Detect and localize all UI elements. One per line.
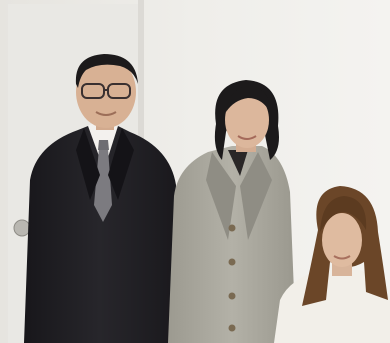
hair <box>75 54 138 88</box>
dark-suit <box>24 126 176 343</box>
person-left <box>24 54 176 343</box>
coat-button <box>228 224 236 232</box>
right-lapel <box>108 128 134 200</box>
coat-lapel-left <box>206 152 236 240</box>
mouth <box>95 111 117 116</box>
face <box>322 213 362 267</box>
coat-lapel-right <box>240 152 272 240</box>
face <box>225 92 269 148</box>
tie-knot <box>98 140 109 150</box>
coat-button <box>228 324 236 332</box>
dark-top <box>228 150 248 176</box>
grey-coat <box>168 146 296 343</box>
mouth <box>333 255 351 260</box>
left-lapel <box>76 128 100 200</box>
person-right <box>274 186 390 343</box>
face <box>76 56 136 128</box>
door-knob <box>13 219 31 237</box>
person-center <box>168 80 296 343</box>
fringe <box>320 196 367 232</box>
grey-tie <box>94 148 112 222</box>
mouth <box>237 135 257 140</box>
fringe <box>226 86 270 112</box>
coat-button <box>228 258 236 266</box>
white-sweater <box>274 270 390 343</box>
coat-button <box>228 292 236 300</box>
